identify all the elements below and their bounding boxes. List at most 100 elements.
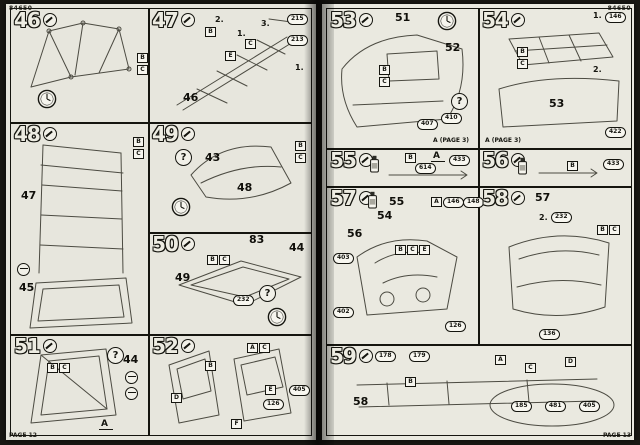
part-number-callout: 481 [545,401,566,412]
part-number-callout: 405 [579,401,600,412]
assembly-drawing-frame-rails [176,18,300,111]
step-number: 58 [482,186,509,210]
part-label: 49 [175,271,191,284]
clock-face-icon [437,11,457,31]
part-letter-callout: C [59,363,70,373]
part-number-callout: 232 [551,212,572,223]
part-letter-callout: B [137,53,148,63]
part-number-callout: 422 [605,127,626,138]
tool-icon [510,13,525,27]
tool-icon [180,127,195,141]
paint-bottle-icon [518,157,527,175]
part-letter-callout: C [137,65,148,75]
step-number: 53 [330,8,357,32]
step-number: 52 [152,334,179,358]
sequence-marker: 2. [215,15,224,24]
step-number: 51 [14,334,41,358]
part-label: 44 [123,353,139,366]
part-number-callout: 146 [605,12,626,23]
part-letter-callout: C [517,59,528,69]
tool-icon [42,13,57,27]
assembly-drawing-rear-body [508,235,610,316]
clock-face-icon [171,197,191,217]
step-number: 49 [152,122,179,146]
step-panel-48: 48 B C 47 45 [10,122,150,336]
part-letter-callout: B [405,153,416,163]
part-letter-callout: C [609,225,620,235]
page-reference-note: A (PAGE 3) [433,137,469,144]
part-letter-callout: C [219,255,230,265]
part-label: 54 [377,209,393,222]
step-panel-55: 55 B 614 A 433 [326,148,480,188]
part-number-callout: 410 [441,113,462,124]
paint-bottle-icon [368,191,377,209]
sequence-marker: 1. [593,11,602,20]
part-number-callout: 433 [449,155,470,166]
paint-bottle-icon [370,155,379,173]
part-number-callout: 407 [417,119,438,130]
part-label: 55 [389,195,405,208]
part-letter-callout: A [495,355,506,365]
part-label: 58 [353,395,369,408]
part-number-callout: 402 [333,307,354,318]
part-letter-callout: C [245,39,256,49]
part-number-callout: 136 [539,329,560,340]
part-letter-callout: B [295,141,306,151]
question-mark-icon: ? [175,149,192,166]
part-letter-callout: B [205,27,216,37]
assembly-drawing-detail [538,168,598,178]
part-label: 51 [395,11,411,24]
direction-marker-a: A [99,419,113,430]
tool-icon [42,339,57,353]
part-number-callout: 403 [333,253,354,264]
part-number-callout: 213 [287,35,308,46]
part-number-callout: 405 [289,385,310,396]
page-gutter-shadow [304,0,334,445]
step-number: 54 [482,8,509,32]
part-label: 56 [347,227,363,240]
part-label: 83 [249,233,265,246]
tool-icon [180,339,195,353]
assembly-drawing-detail [388,170,468,180]
part-letter-callout: B [133,137,144,147]
step-panel-46: 46 B C [10,8,150,124]
tool-icon [510,191,525,205]
part-number-callout: 433 [603,159,624,170]
circled-symbol-icon [125,387,138,400]
step-panel-49: 49 ? 43 48 B C [148,122,312,234]
sequence-marker: 1. [237,29,246,38]
part-label: 57 [535,191,551,204]
step-number: 46 [14,8,41,32]
part-number-callout: 178 [375,351,396,362]
part-number-callout: 215 [287,14,308,25]
clock-face-icon [267,307,287,327]
question-mark-icon: ? [107,347,124,364]
part-letter-callout: D [565,357,576,367]
step-panel-59: 59 178 179 58 A B C D 185 481 405 [326,344,632,436]
part-letter-callout: C [379,77,390,87]
part-letter-callout: E [419,245,430,255]
sequence-marker: 2. [539,213,548,222]
part-number-callout: 126 [445,321,466,332]
step-number: 57 [330,186,357,210]
part-label: 45 [19,281,35,294]
step-panel-53: 53 51 52 ? 407 410 B C A (PAGE 3) [326,8,480,150]
assembly-drawing-roof-hatch [178,260,302,306]
part-letter-callout: A [431,197,442,207]
part-number-callout: 146 [443,197,464,208]
part-label: 44 [289,241,305,254]
part-letter-callout: B [47,363,58,373]
question-mark-icon: ? [259,285,276,302]
right-page: 84650 PAGE 13 53 51 52 ? 407 410 B C A (… [322,4,634,440]
step-number: 48 [14,122,41,146]
direction-marker-a: A [431,151,445,162]
part-letter-callout: F [231,419,242,429]
part-letter-callout: B [395,245,406,255]
step-panel-56: 56 B 433 [478,148,632,188]
step-panel-50: 50 49 83 44 232 ? B C [148,232,312,336]
step-number: 59 [330,344,357,368]
part-label: 52 [445,41,461,54]
step-number: 50 [152,232,179,256]
assembly-drawing-ladder-frame [29,144,133,329]
part-number-callout: 614 [415,163,436,174]
